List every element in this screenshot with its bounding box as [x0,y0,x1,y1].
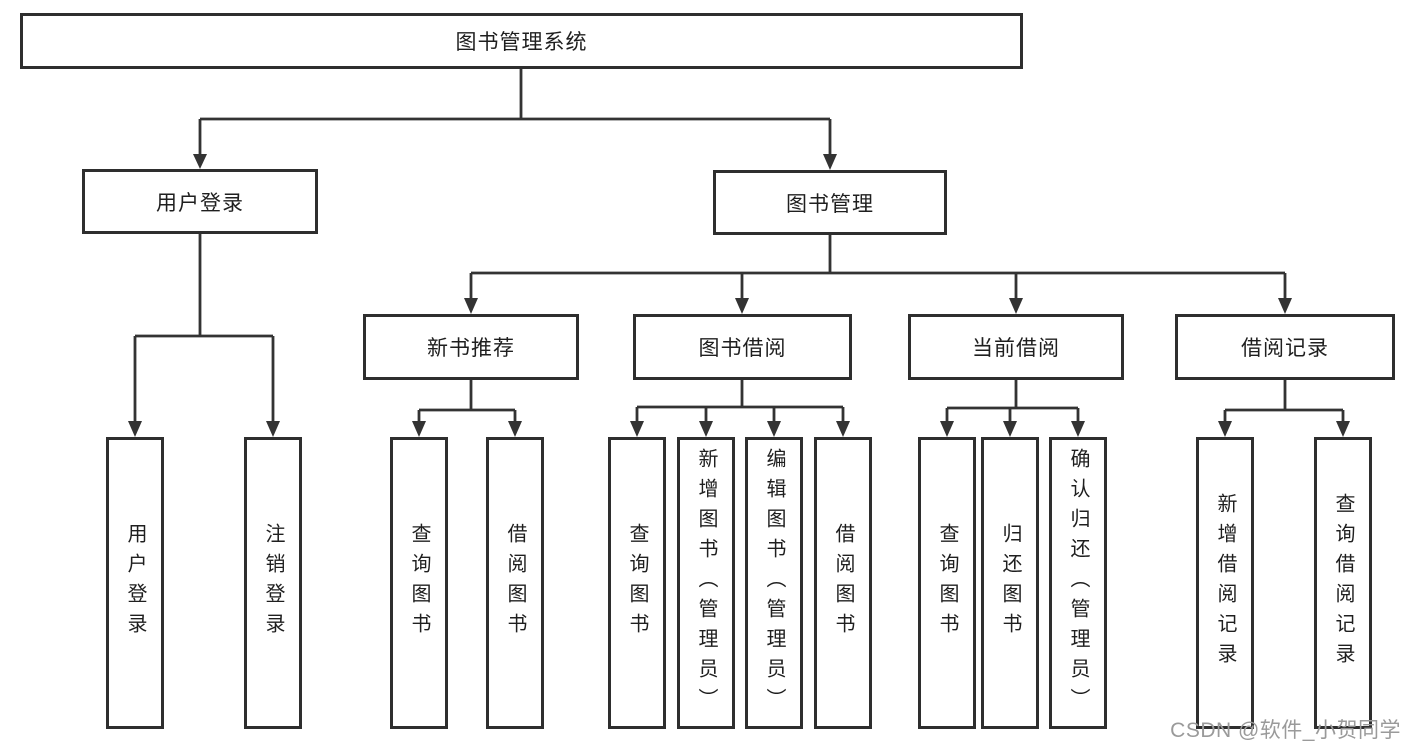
leaf-label: 确认归还（管理员） [1067,448,1089,718]
leaf-logout: 注销登录 [244,437,302,729]
leaf-label: 借阅图书 [504,523,526,643]
leaf-user-login: 用户登录 [106,437,164,729]
leaf-query-books: 查询图书 [390,437,448,729]
leaf-confirm-return-admin: 确认归还（管理员） [1049,437,1107,729]
leaf-query-books: 查询图书 [918,437,976,729]
node-book-management: 图书管理 [713,170,947,235]
node-label: 当前借阅 [972,337,1060,360]
connector-borrow-record-branch [1218,380,1350,437]
leaf-borrow-books: 借阅图书 [486,437,544,729]
leaf-query-books: 查询图书 [608,437,666,729]
leaf-label: 新增借阅记录 [1214,493,1236,673]
leaf-add-borrow-record: 新增借阅记录 [1196,437,1254,729]
leaf-add-books-admin: 新增图书（管理员） [677,437,735,729]
node-label: 新书推荐 [427,337,515,360]
leaf-label: 查询图书 [626,523,648,643]
node-label: 借阅记录 [1241,337,1329,360]
node-label: 图书借阅 [698,337,787,360]
node-label: 图书管理系统 [455,31,588,54]
connector-book-management-to-level3 [464,235,1292,314]
watermark-text: CSDN @软件_小贺同学 [1170,719,1401,742]
node-new-book-recommend: 新书推荐 [363,314,579,380]
node-book-borrow: 图书借阅 [633,314,852,380]
leaf-label: 查询图书 [936,523,958,643]
leaf-label: 用户登录 [124,523,146,643]
node-borrow-record: 借阅记录 [1175,314,1395,380]
node-user-login: 用户登录 [82,169,318,234]
leaf-label: 借阅图书 [832,523,854,643]
leaf-label: 归还图书 [999,523,1021,643]
connector-book-borrow-branch [630,380,850,437]
connector-new-book-recommend-branch [412,380,522,437]
leaf-return-books: 归还图书 [981,437,1039,729]
leaf-label: 编辑图书（管理员） [763,448,785,718]
leaf-query-borrow-record: 查询借阅记录 [1314,437,1372,729]
node-current-borrow: 当前借阅 [908,314,1124,380]
leaf-edit-books-admin: 编辑图书（管理员） [745,437,803,729]
node-library-management-system: 图书管理系统 [20,13,1023,69]
connector-root-to-level2 [193,69,837,170]
node-label: 用户登录 [156,191,244,215]
leaf-label: 查询图书 [408,523,430,643]
leaf-label: 注销登录 [262,523,284,643]
leaf-label: 查询借阅记录 [1332,493,1354,673]
connector-user-login-branch [128,234,280,437]
node-label: 图书管理 [786,192,874,216]
connector-current-borrow-branch [940,380,1085,437]
leaf-label: 新增图书（管理员） [695,448,717,718]
leaf-borrow-books: 借阅图书 [814,437,872,729]
